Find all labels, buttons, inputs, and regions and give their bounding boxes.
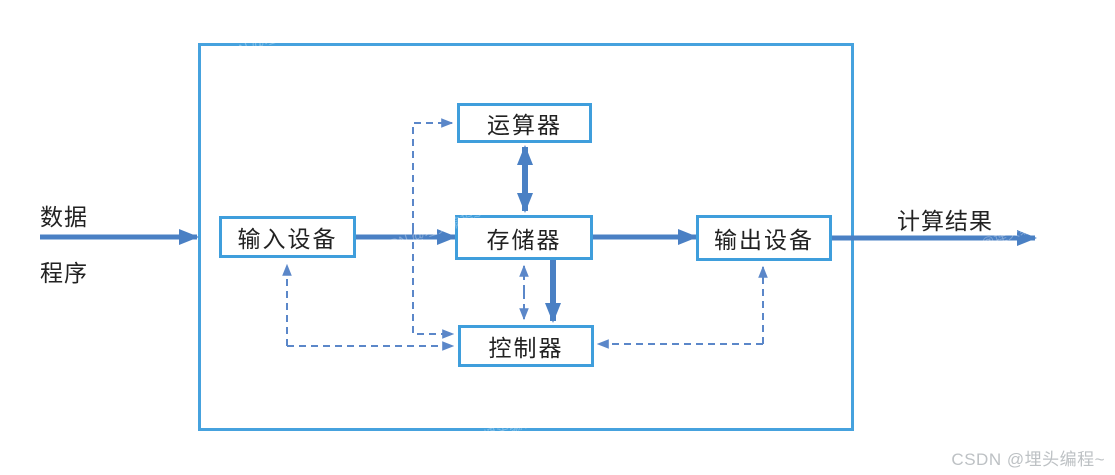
node-input-device-label: 输入设备 [237, 227, 338, 252]
label-program-input: 程序 [40, 261, 88, 286]
node-control-unit: 控制器 [458, 325, 594, 367]
node-output-device: 输出设备 [696, 215, 832, 261]
dashed-control-to-alu [412, 118, 454, 230]
node-input-device: 输入设备 [219, 216, 356, 258]
label-data-input: 数据 [40, 205, 88, 230]
node-alu-label: 运算器 [487, 113, 562, 138]
dashed-alu-to-control [412, 230, 455, 339]
node-output-device-label: 输出设备 [714, 228, 814, 253]
node-memory-label: 存储器 [486, 227, 562, 253]
node-memory: 存储器 [455, 215, 593, 260]
node-control-unit-label: 控制器 [488, 336, 564, 361]
csdn-watermark: CSDN @埋头编程~ [951, 450, 1105, 469]
label-result-output: 计算结果 [897, 209, 993, 234]
node-alu: 运算器 [457, 103, 592, 143]
